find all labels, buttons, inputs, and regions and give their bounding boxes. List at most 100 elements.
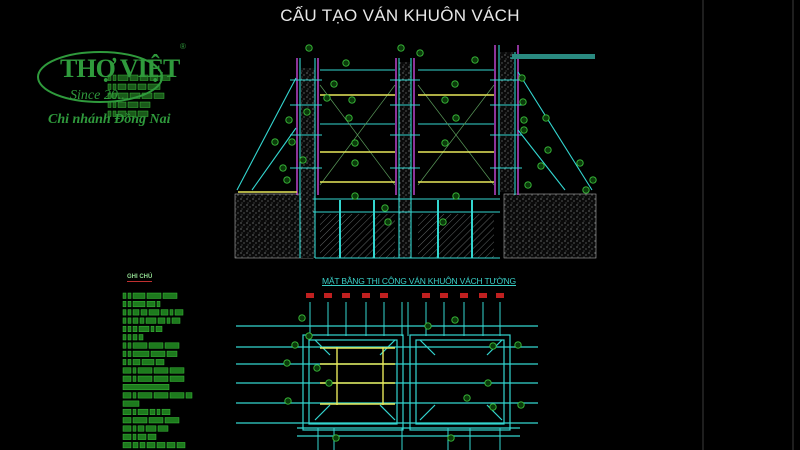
- callout-bubble: [291, 341, 299, 349]
- drawing-title: CẤU TẠO VÁN KHUÔN VÁCH: [280, 6, 520, 25]
- note-cell: [122, 359, 127, 366]
- note-cell: [148, 342, 164, 349]
- callout-bubble: [542, 114, 550, 122]
- note-cell: [122, 317, 127, 324]
- callout-bubble: [285, 116, 293, 124]
- note-cell: [127, 317, 132, 324]
- dimension-tag: [496, 293, 504, 298]
- plan-title: MẶT BẰNG THI CÔNG VÁN KHUÔN VÁCH TƯỜNG: [322, 276, 516, 286]
- callout-bubble: [439, 218, 447, 226]
- callout-bubble: [283, 176, 291, 184]
- note-cell: [141, 359, 155, 366]
- note-cell: [169, 392, 185, 399]
- note-cell: [132, 350, 150, 357]
- dimension-tag: [306, 293, 314, 298]
- dimension-tag: [422, 293, 430, 298]
- note-cell: [122, 384, 170, 391]
- callout-bubble: [463, 394, 471, 402]
- callout-bubble: [342, 59, 350, 67]
- note-cell: [122, 350, 127, 357]
- callout-bubble: [518, 74, 526, 82]
- callout-bubble: [441, 139, 449, 147]
- note-cell: [153, 392, 169, 399]
- notes-legend-table: [122, 292, 193, 449]
- note-cell: [157, 425, 169, 432]
- callout-bubble: [520, 116, 528, 124]
- note-cell: [132, 408, 137, 415]
- callout-bubble: [520, 126, 528, 134]
- dimension-tag: [440, 293, 448, 298]
- callout-bubble: [323, 94, 331, 102]
- note-cell: [146, 292, 162, 299]
- note-cell: [122, 417, 132, 424]
- note-cell: [122, 309, 127, 316]
- logo-ellipse: [37, 51, 163, 103]
- callout-bubble: [299, 156, 307, 164]
- note-cell: [122, 367, 132, 374]
- note-cell: [166, 350, 178, 357]
- note-cell: [122, 400, 140, 407]
- logo-table-cell: [117, 101, 127, 108]
- callout-bubble: [325, 379, 333, 387]
- wall-formwork-elevation: [234, 45, 597, 259]
- callout-bubble: [288, 138, 296, 146]
- callout-bubble: [303, 108, 311, 116]
- note-cell: [122, 342, 127, 349]
- foundation-hatch-right: [418, 214, 494, 258]
- callout-bubble: [284, 397, 292, 405]
- notes-title: GHI CHÚ: [127, 274, 153, 282]
- note-cell: [166, 442, 176, 449]
- note-cell: [146, 442, 156, 449]
- callout-bubble: [351, 159, 359, 167]
- note-cell: [169, 375, 185, 382]
- note-cell: [171, 317, 181, 324]
- note-cell: [150, 325, 155, 332]
- dimension-tag: [380, 293, 388, 298]
- logo-table-cell: [117, 74, 129, 81]
- note-cell: [132, 342, 148, 349]
- note-cell: [122, 301, 127, 308]
- note-cell: [127, 342, 132, 349]
- logo-table-cell: [139, 101, 151, 108]
- logo-table-cell: [112, 74, 117, 81]
- note-cell: [132, 292, 146, 299]
- dimension-tag: [460, 293, 468, 298]
- callout-bubble: [416, 49, 424, 57]
- note-cell: [132, 325, 138, 332]
- callout-bubble: [397, 44, 405, 52]
- wall-concrete-right: [500, 52, 514, 192]
- note-cell: [137, 433, 147, 440]
- note-cell: [122, 334, 127, 341]
- callout-bubble: [283, 359, 291, 367]
- callout-bubble: [279, 164, 287, 172]
- logo-table-cell: [107, 92, 112, 99]
- note-cell: [166, 317, 171, 324]
- callout-bubble: [451, 316, 459, 324]
- callout-bubble: [471, 56, 479, 64]
- dimension-tag: [324, 293, 332, 298]
- note-cell: [132, 433, 137, 440]
- dimension-tag: [362, 293, 370, 298]
- note-cell: [147, 433, 157, 440]
- callout-bubble: [348, 96, 356, 104]
- note-cell: [122, 292, 127, 299]
- logo-table-cell: [107, 83, 112, 90]
- note-cell: [150, 350, 166, 357]
- callout-bubble: [519, 98, 527, 106]
- note-cell: [127, 334, 132, 341]
- note-cell: [122, 425, 132, 432]
- logo-branch: Chi nhánh Đồng Nai: [48, 112, 171, 127]
- wall-concrete-left: [301, 68, 315, 258]
- logo-table-cell: [107, 110, 112, 117]
- callout-bubble: [489, 342, 497, 350]
- callout-bubble: [305, 332, 313, 340]
- foundation-hatch-left: [320, 214, 395, 258]
- note-cell: [127, 301, 132, 308]
- callout-labels: [271, 44, 597, 442]
- note-cell: [138, 325, 150, 332]
- logo-table-cell: [117, 83, 127, 90]
- callout-bubble: [452, 114, 460, 122]
- callout-bubble: [313, 364, 321, 372]
- callout-bubble: [332, 434, 340, 442]
